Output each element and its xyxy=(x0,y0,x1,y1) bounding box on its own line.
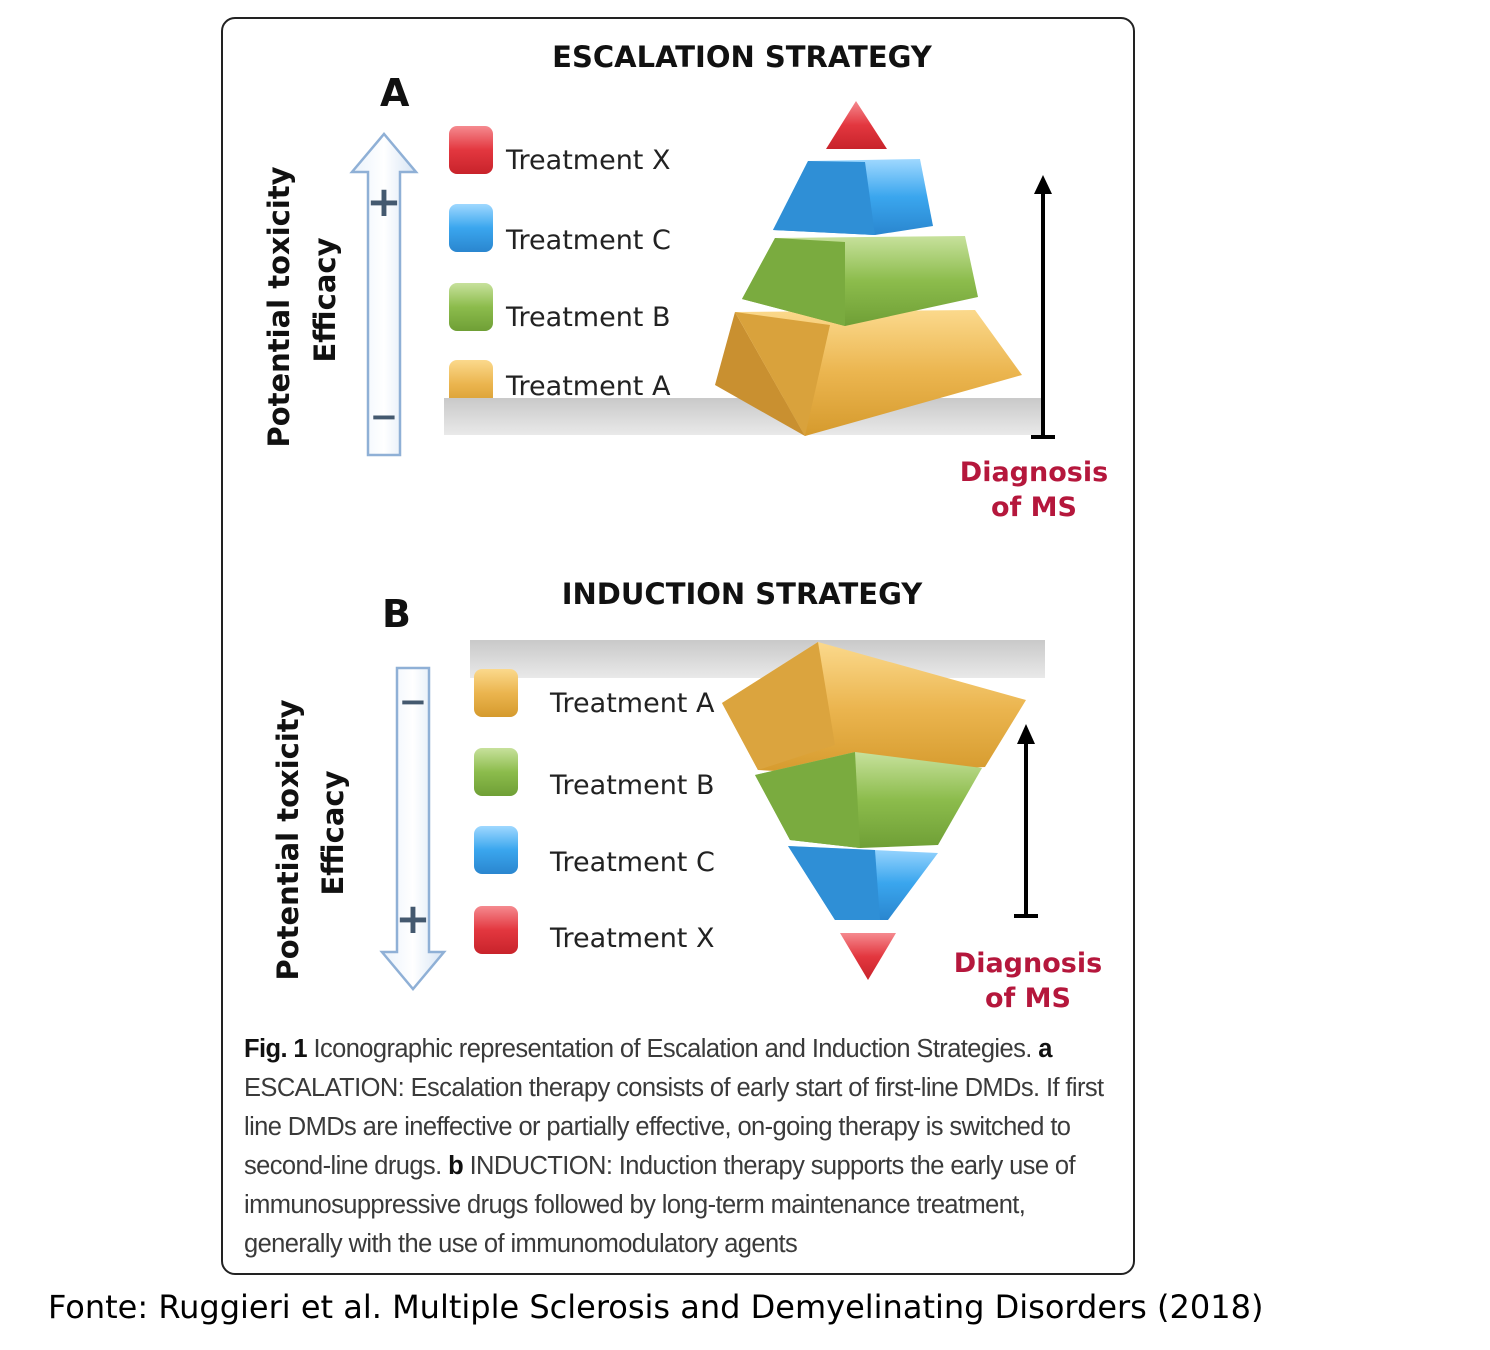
legend-swatch-treatment-c xyxy=(449,204,493,252)
legend-swatch-treatment-x xyxy=(474,906,518,954)
panel-b-top-shelf xyxy=(470,640,1045,678)
panel-a-plus-sign: + xyxy=(366,177,401,226)
legend-swatch-treatment-x xyxy=(449,126,493,174)
legend-label: Treatment A xyxy=(505,371,671,402)
legend-swatch-treatment-c xyxy=(474,826,518,874)
caption-fig-text: Iconographic representation of Escalatio… xyxy=(314,1035,1032,1063)
panel-a-pyramid xyxy=(715,101,1022,436)
panel-a-diagnosis-label-line1: Diagnosis xyxy=(960,457,1108,488)
legend-label: Treatment X xyxy=(549,923,714,954)
panel-a-letter: A xyxy=(380,71,410,115)
panel-b-title: INDUCTION STRATEGY xyxy=(562,577,924,611)
legend-swatch-treatment-b xyxy=(474,748,518,796)
panel-a-title: ESCALATION STRATEGY xyxy=(552,40,933,74)
legend-label: Treatment A xyxy=(549,688,715,719)
panel-b-minus-sign: − xyxy=(399,682,428,722)
caption-fig-label: Fig. 1 xyxy=(244,1035,307,1063)
legend-label: Treatment C xyxy=(505,225,671,256)
panel-b-diagnosis-label-line1: Diagnosis xyxy=(954,948,1102,979)
panel-a-axis-labels: Potential toxicity Efficacy xyxy=(262,166,342,447)
legend-swatch-treatment-a xyxy=(474,669,518,717)
panel-b-plus-sign: + xyxy=(395,894,430,943)
panel-a-legend: Treatment X Treatment C Treatment B Trea… xyxy=(449,126,671,408)
caption-b-label: b xyxy=(448,1152,463,1180)
panel-b-inverted-pyramid xyxy=(722,642,1026,980)
panel-a-baseline-shelf xyxy=(444,398,1044,435)
panel-b-diagnosis-label-line2: of MS xyxy=(985,983,1071,1014)
panel-b-legend: Treatment A Treatment B Treatment C Trea… xyxy=(474,669,715,954)
panel-a-minus-sign: − xyxy=(370,397,399,437)
panel-a-diagnosis-arrow-icon xyxy=(1031,175,1055,437)
panel-a-axis-label-toxicity: Potential toxicity xyxy=(262,166,296,447)
legend-label: Treatment C xyxy=(549,847,715,878)
panel-a-diagnosis-label-line2: of MS xyxy=(991,492,1077,523)
panel-b-axis-label-toxicity: Potential toxicity xyxy=(271,699,305,980)
figure-caption: Fig. 1 Iconographic representation of Es… xyxy=(244,1030,1124,1264)
panel-b-axis-labels: Potential toxicity Efficacy xyxy=(271,699,350,980)
panel-b-diagnosis-arrow-icon xyxy=(1014,724,1038,916)
strategy-diagram: A ESCALATION STRATEGY Potential toxicity… xyxy=(0,0,1490,1030)
panel-b-letter: B xyxy=(382,592,411,636)
caption-a-label: a xyxy=(1038,1035,1052,1063)
legend-label: Treatment B xyxy=(549,770,715,801)
legend-swatch-treatment-b xyxy=(449,283,493,331)
legend-label: Treatment X xyxy=(505,145,670,176)
panel-b-axis-label-efficacy: Efficacy xyxy=(316,770,350,895)
panel-a-axis-label-efficacy: Efficacy xyxy=(308,237,342,362)
legend-label: Treatment B xyxy=(505,302,671,333)
source-citation: Fonte: Ruggieri et al. Multiple Sclerosi… xyxy=(48,1288,1488,1326)
